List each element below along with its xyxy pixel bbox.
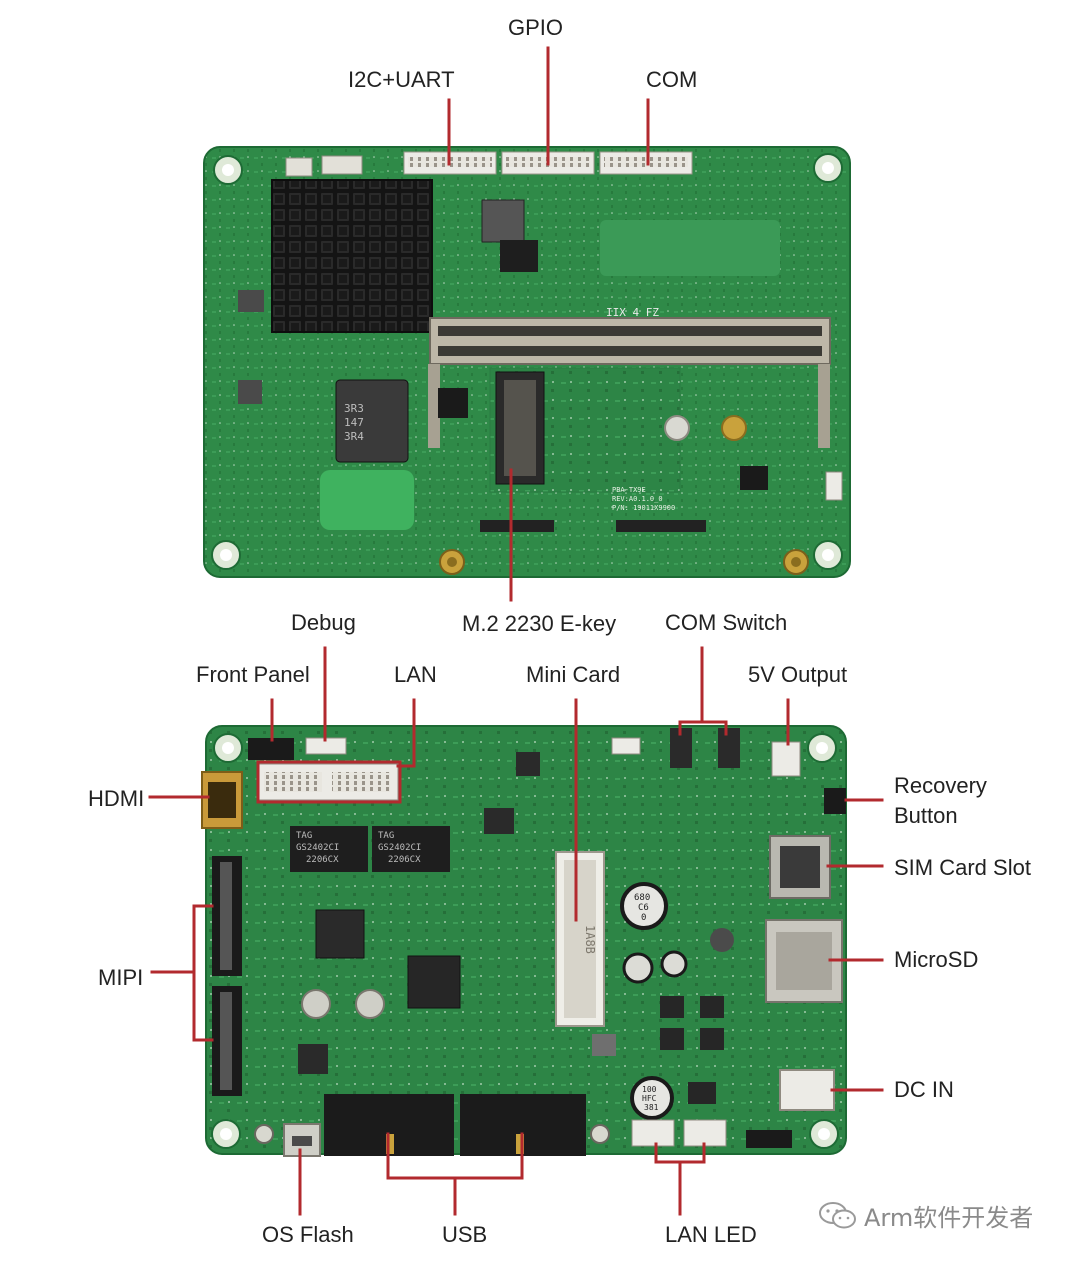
label-os-flash: OS Flash: [262, 1222, 354, 1247]
label-debug: Debug: [291, 610, 356, 635]
mini-card-mark: 1A8B: [583, 925, 597, 954]
dc-in-connector: [779, 1069, 835, 1111]
so-dimm-slot: IIX 4 FZ: [428, 306, 831, 448]
cap2-l2: HFC: [642, 1094, 657, 1103]
label-5v-output: 5V Output: [748, 662, 848, 687]
callout-mipi-bracket: [192, 904, 214, 1042]
label-dc-in: DC IN: [894, 1077, 954, 1102]
callout-lan: [396, 698, 416, 768]
label-microsd: MicroSD: [894, 947, 979, 972]
watermark: Arm软件开发者: [818, 1198, 1033, 1233]
ic-chip-2: [407, 955, 461, 1009]
label-lan-led: LAN LED: [665, 1222, 757, 1247]
mounting-holes-bottom: [211, 733, 839, 1149]
watermark-text: Arm软件开发者: [864, 1204, 1034, 1232]
tag2-l1: TAG: [378, 831, 394, 841]
wechat-icon: [819, 1201, 856, 1228]
mini-card-slot: 1A8B: [555, 851, 605, 1027]
capacitor-1: 680 C6 0: [620, 882, 668, 930]
lan-led-connector-1: [631, 1119, 675, 1147]
lan-led-connector-2: [683, 1119, 727, 1147]
ic-chip-1: [315, 909, 365, 959]
heatsink: [271, 179, 433, 333]
board-id-1: PBA-TX9E: [612, 486, 646, 494]
label-i2c-uart: I2C+UART: [348, 67, 455, 92]
cap1-l2: C6: [638, 903, 649, 913]
inductor-mark-2: 147: [344, 416, 364, 429]
lan-chip-2: TAG GS2402CI 2206CX: [372, 826, 450, 872]
label-m2: M.2 2230 E-key: [462, 611, 617, 636]
cap2-l1: 100: [642, 1085, 657, 1094]
cap1-l3: 0: [641, 913, 646, 923]
front-panel-header: [248, 738, 294, 760]
bottom-board: TAG GS2402CI 2206CX TAG GS2402CI 2206CX …: [201, 725, 847, 1157]
lan-chip-1: TAG GS2402CI 2206CX: [290, 826, 368, 872]
tag1-l1: TAG: [296, 831, 312, 841]
inductor-mark-1: 3R3: [344, 402, 364, 415]
label-com: COM: [646, 67, 698, 92]
callout-lines: [148, 46, 884, 1216]
label-recovery-1: Recovery: [894, 773, 987, 798]
dimm-mark: IIX 4 FZ: [606, 306, 659, 319]
com-switch-2: [718, 728, 740, 768]
label-lan: LAN: [394, 662, 437, 687]
com-switch-1: [670, 728, 692, 768]
callout-com-switch: [678, 646, 704, 736]
tag2-l3: 2206CX: [388, 855, 421, 865]
callout-lan-box: [256, 760, 402, 804]
label-recovery-2: Button: [894, 803, 958, 828]
tag1-l3: 2206CX: [306, 855, 339, 865]
mounting-holes-top: [211, 153, 843, 570]
5v-output-connector: [771, 741, 801, 777]
tag1-l2: GS2402CI: [296, 843, 339, 853]
cap2-l3: 381: [644, 1103, 659, 1112]
cap1-l1: 680: [634, 893, 650, 903]
label-front-panel: Front Panel: [196, 662, 310, 687]
capacitor-2: 100 HFC 381: [630, 1076, 674, 1120]
label-gpio: GPIO: [508, 15, 564, 40]
label-sim-card-slot: SIM Card Slot: [894, 855, 1031, 880]
label-com-switch: COM Switch: [665, 610, 788, 635]
inductor-mark-3: 3R4: [344, 430, 364, 443]
label-mini-card: Mini Card: [526, 662, 621, 687]
label-usb: USB: [442, 1222, 488, 1247]
label-mipi: MIPI: [98, 965, 144, 990]
board-id-3: P/N: 19011X9900: [612, 504, 675, 512]
top-board: IIX 4 FZ PBA-TX9E REV:A0.1.0_0 P/N: 1901…: [203, 146, 851, 578]
callout-com-switch-b: [700, 720, 728, 736]
tag2-l2: GS2402CI: [378, 843, 421, 853]
label-hdmi: HDMI: [88, 786, 145, 811]
power-inductor: [335, 379, 409, 463]
board-id-2: REV:A0.1.0_0: [612, 495, 663, 503]
recovery-button: [824, 788, 846, 814]
